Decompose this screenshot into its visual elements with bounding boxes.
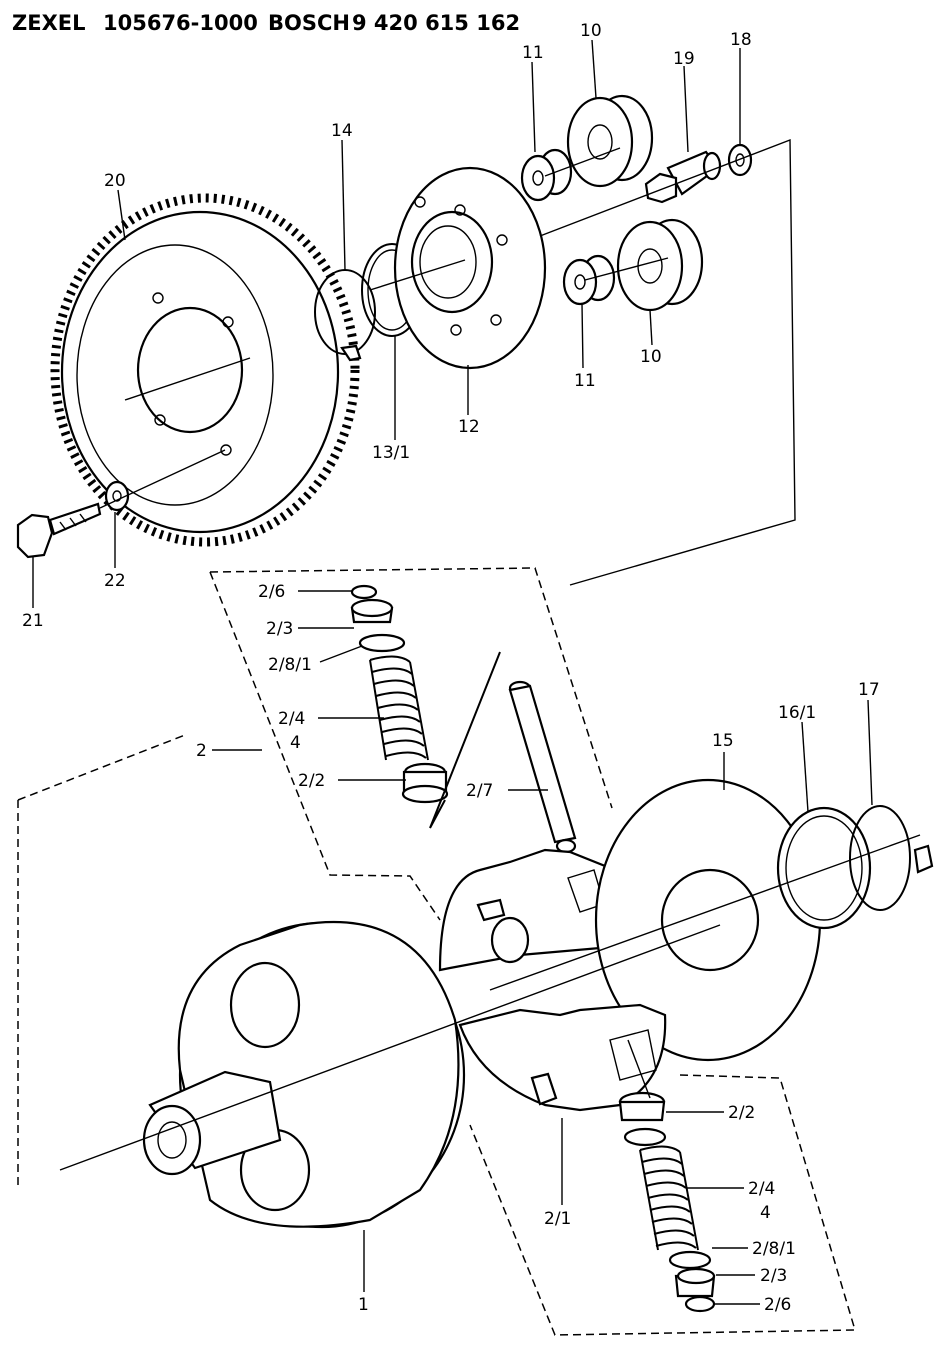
callout-2: 2 — [196, 741, 207, 761]
callout-13-1: 13/1 — [372, 443, 410, 463]
callout-2-3-lower: 2/3 — [760, 1266, 787, 1286]
callout-2-6-upper: 2/6 — [258, 582, 285, 602]
callout-2-8-1-upper: 2/8/1 — [268, 655, 312, 675]
pin-19 — [644, 150, 722, 204]
callout-21: 21 — [22, 611, 44, 631]
disc-15 — [594, 778, 822, 1062]
header-part-number-zexel: 105676-1000 — [103, 11, 258, 35]
callout-2-2-upper: 2/2 — [298, 771, 325, 791]
spring-stack-lower — [618, 1091, 716, 1313]
group-1-boundary — [17, 734, 186, 1185]
callout-12: 12 — [458, 417, 480, 437]
roller-10-lower — [616, 218, 704, 312]
header-part-number-bosch: 9 420 615 162 — [352, 11, 520, 35]
pin-2-7 — [508, 680, 577, 854]
callout-20: 20 — [104, 171, 126, 191]
callout-2-7: 2/7 — [466, 781, 493, 801]
upper-group-bracket — [539, 138, 796, 586]
callout-14: 14 — [331, 121, 353, 141]
callout-2-2-lower: 2/2 — [728, 1103, 755, 1123]
group-2-boundary-left — [209, 571, 441, 921]
guide-line-v — [429, 651, 501, 829]
gear-20 — [50, 193, 360, 547]
callout-1: 1 — [358, 1295, 369, 1315]
callout-22: 22 — [104, 571, 126, 591]
callout-15: 15 — [712, 731, 734, 751]
header-maker-bosch: BOSCH — [268, 11, 350, 35]
callout-2-6-lower: 2/6 — [764, 1295, 791, 1315]
bolt-21 — [16, 502, 102, 559]
callout-18: 18 — [730, 30, 752, 50]
group-2-boundary-upper — [209, 567, 613, 809]
callout-19: 19 — [673, 49, 695, 69]
ring-16-1 — [776, 806, 872, 930]
bushing-11-upper — [520, 148, 573, 202]
roller-10-upper — [566, 94, 654, 188]
callout-2-8-1-lower: 2/8/1 — [752, 1239, 796, 1259]
leader-lines — [32, 39, 873, 1305]
callout-10-lower: 10 — [640, 347, 662, 367]
washer-18 — [727, 143, 753, 177]
callout-11-lower: 11 — [574, 371, 596, 391]
callout-10-upper: 10 — [580, 21, 602, 41]
group-2-boundary-right — [469, 1074, 857, 1336]
spring-stack-upper — [350, 584, 449, 804]
hub-flange-12 — [393, 166, 547, 370]
callout-2-1: 2/1 — [544, 1209, 571, 1229]
housing-1 — [142, 920, 466, 1229]
callout-11-upper: 11 — [522, 43, 544, 63]
bushing-11-lower — [562, 254, 616, 306]
callout-16-1: 16/1 — [778, 703, 816, 723]
callout-2-4-upper: 2/4 — [278, 709, 305, 729]
circlip-17 — [849, 805, 934, 911]
callout-2-4-upper-qty: 4 — [290, 733, 301, 753]
callout-2-4-lower-qty: 4 — [760, 1203, 771, 1223]
header-maker-zexel: ZEXEL — [12, 11, 86, 35]
callout-2-3-upper: 2/3 — [266, 619, 293, 639]
callout-2-4-lower: 2/4 — [748, 1179, 775, 1199]
callout-17: 17 — [858, 680, 880, 700]
